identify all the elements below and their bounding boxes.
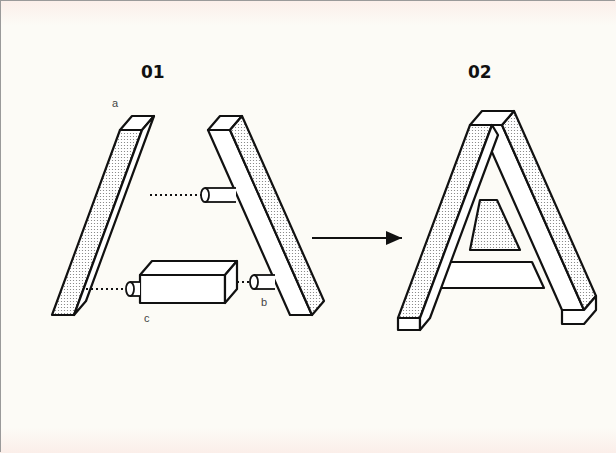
- bar-b: [208, 116, 324, 315]
- top-band: [0, 0, 616, 26]
- transform-arrow: [312, 237, 402, 239]
- part-letter: b: [261, 296, 267, 308]
- bottom-band: [0, 427, 616, 453]
- step-number: 02: [468, 62, 492, 82]
- bar-a: [52, 116, 154, 315]
- part-letter: a: [112, 97, 118, 109]
- assembled-a: [398, 111, 596, 330]
- step-number: 01: [141, 62, 165, 82]
- bar-c: [140, 261, 237, 303]
- part-letter: c: [144, 312, 150, 324]
- pegs: [86, 188, 275, 296]
